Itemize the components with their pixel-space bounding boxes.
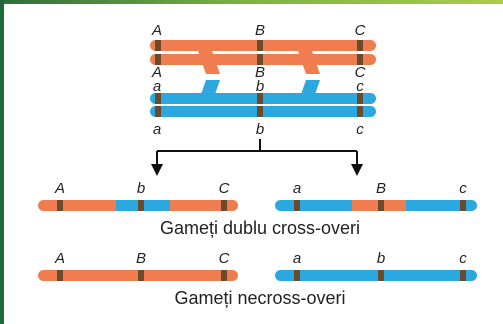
ng-left-1: A [54, 250, 65, 267]
gamete-double-labels: A b C a B c [54, 180, 467, 197]
label-r3-3: c [356, 78, 364, 95]
ng-right-3: c [459, 250, 467, 267]
arrow-left-head [151, 164, 163, 176]
dg-left-1: A [54, 180, 65, 197]
label-r1-3: C [355, 22, 366, 39]
left-border [0, 0, 4, 324]
ng-left-2: B [136, 250, 146, 267]
label-r2-2: B [255, 64, 265, 81]
label-r1-1: A [151, 22, 162, 39]
label-r2-3: C [355, 64, 366, 81]
dg-left-3: C [219, 180, 230, 197]
ng-left-3: C [219, 250, 230, 267]
label-r1-2: B [255, 22, 265, 39]
caption-double-crossover: Gameți dublu cross-overi [160, 218, 360, 238]
label-r4-2: b [256, 121, 264, 138]
ng-right-1: a [293, 250, 301, 267]
branch-arrows [156, 139, 358, 166]
dg-left-2: b [137, 180, 145, 197]
label-r4-1: a [153, 121, 161, 138]
label-r4-3: c [356, 121, 364, 138]
chromatid-4 [150, 106, 376, 117]
label-r2-1: A [151, 64, 162, 81]
gamete-non-right [275, 270, 477, 281]
gamete-double-right [275, 200, 477, 211]
chromatid-3 [150, 93, 376, 104]
gamete-double-left [38, 200, 238, 211]
gamete-non-labels: A B C a b c [54, 250, 467, 267]
crossover-labels: A B C A B C a b c a b c [151, 22, 366, 138]
dg-right-2: B [376, 180, 386, 197]
caption-non-crossover: Gameți necross-overi [174, 288, 345, 308]
top-border [0, 0, 503, 4]
ng-right-2: b [377, 250, 385, 267]
gamete-non-left [38, 270, 238, 281]
dg-right-1: a [293, 180, 301, 197]
label-r3-1: a [153, 78, 161, 95]
chromatid-1 [150, 40, 376, 51]
dg-right-3: c [459, 180, 467, 197]
arrow-right-head [351, 164, 363, 176]
chromatid-2 [150, 54, 376, 65]
crossover-chromosomes [150, 40, 376, 117]
label-r3-2: b [256, 78, 264, 95]
